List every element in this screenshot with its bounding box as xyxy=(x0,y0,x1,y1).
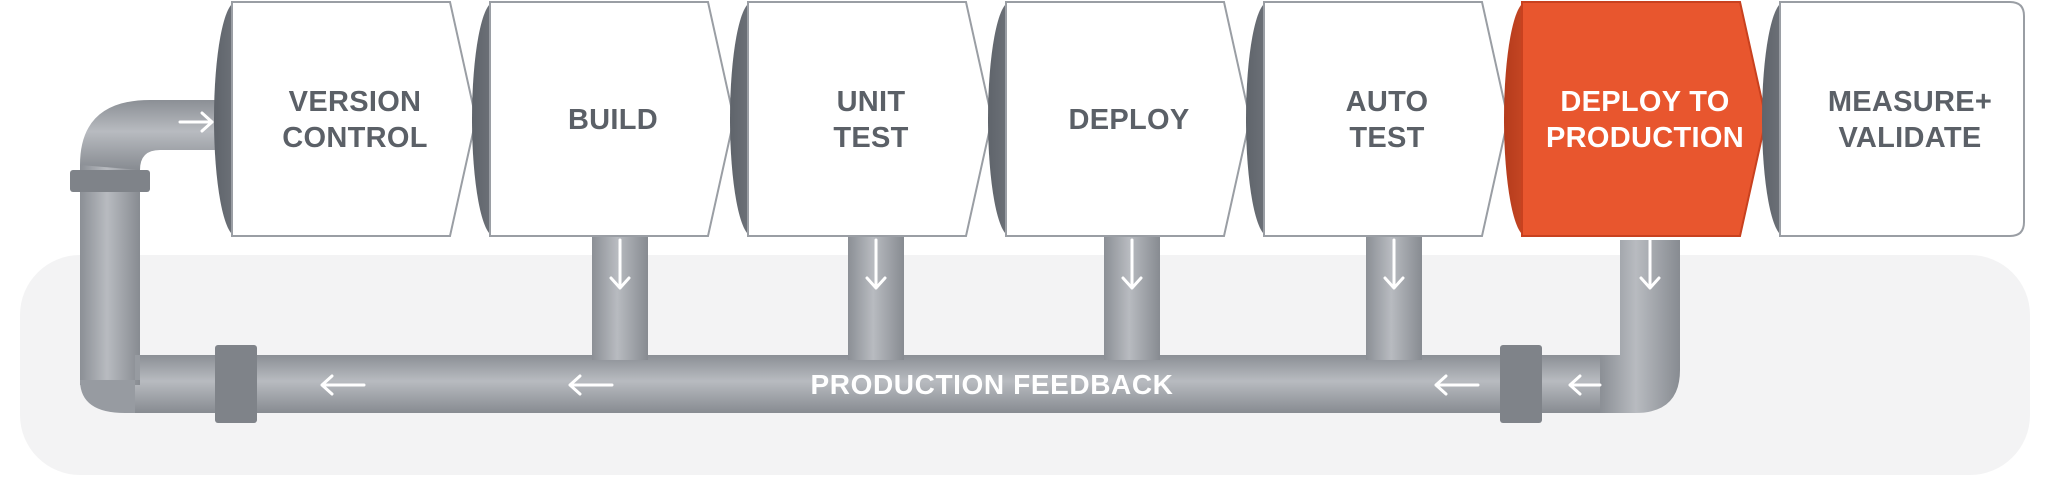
stage-label-2: CONTROL xyxy=(282,122,427,154)
arrow-down-icon xyxy=(1639,238,1661,290)
return-pipe-elbow-bottom xyxy=(80,355,140,413)
stage-label-1: DEPLOY TO xyxy=(1560,86,1729,118)
feedback-pipe-network xyxy=(70,100,1680,423)
stage-label-2: PRODUCTION xyxy=(1546,122,1744,154)
arrow-left-icon xyxy=(320,374,366,396)
arrow-left-icon xyxy=(1568,374,1602,396)
feedback-pipe-main xyxy=(125,355,1635,413)
arrow-down-icon xyxy=(865,238,887,290)
drain-pipe-elbow-right xyxy=(1600,240,1680,413)
pipe-flange-left-bottom xyxy=(215,345,257,423)
stage-label-1: BUILD xyxy=(568,104,658,136)
pipe-flange-left-top xyxy=(70,170,150,192)
arrow-down-icon xyxy=(1121,238,1143,290)
stage-unit-test: UNIT TEST xyxy=(730,1,994,237)
stage-face xyxy=(1263,1,1510,237)
stage-label-2: TEST xyxy=(833,122,908,154)
stage-face xyxy=(1005,1,1252,237)
stage-label-2: VALIDATE xyxy=(1838,122,1981,154)
return-pipe-vertical xyxy=(80,165,140,385)
arrow-down-icon xyxy=(1383,238,1405,290)
stage-label-1: AUTO xyxy=(1346,86,1429,118)
pipe-flange-right xyxy=(1500,345,1542,423)
stage-measure-validate: MEASURE+ VALIDATE xyxy=(1762,1,2025,237)
flow-arrows xyxy=(178,111,1661,396)
stage-deploy-to-production: DEPLOY TO PRODUCTION xyxy=(1504,1,1768,237)
arrow-left-icon xyxy=(568,374,614,396)
arrow-left-icon xyxy=(1434,374,1480,396)
arrow-right-icon xyxy=(178,111,214,133)
stage-face xyxy=(1521,1,1768,237)
stage-face xyxy=(747,1,994,237)
stage-label-1: VERSION xyxy=(289,86,422,118)
arrow-down-icon xyxy=(609,238,631,290)
stage-deploy: DEPLOY xyxy=(988,1,1252,237)
return-pipe-elbow-top xyxy=(80,100,240,170)
stage-label-2: TEST xyxy=(1349,122,1424,154)
stage-label-1: MEASURE+ xyxy=(1828,86,1992,118)
stage-label-1: DEPLOY xyxy=(1068,104,1189,136)
stage-version-control: VERSION CONTROL xyxy=(214,1,478,237)
stage-build: BUILD xyxy=(472,1,736,237)
feedback-label: PRODUCTION FEEDBACK xyxy=(811,369,1174,400)
stage-face xyxy=(489,1,736,237)
stage-face xyxy=(231,1,478,237)
stage-face xyxy=(1779,1,2025,237)
pipeline-stages: VERSION CONTROL BUILD UNIT TEST DEPLOY AUTO TES… xyxy=(214,1,2025,237)
stage-label-1: UNIT xyxy=(837,86,906,118)
stage-auto-test: AUTO TEST xyxy=(1246,1,1510,237)
